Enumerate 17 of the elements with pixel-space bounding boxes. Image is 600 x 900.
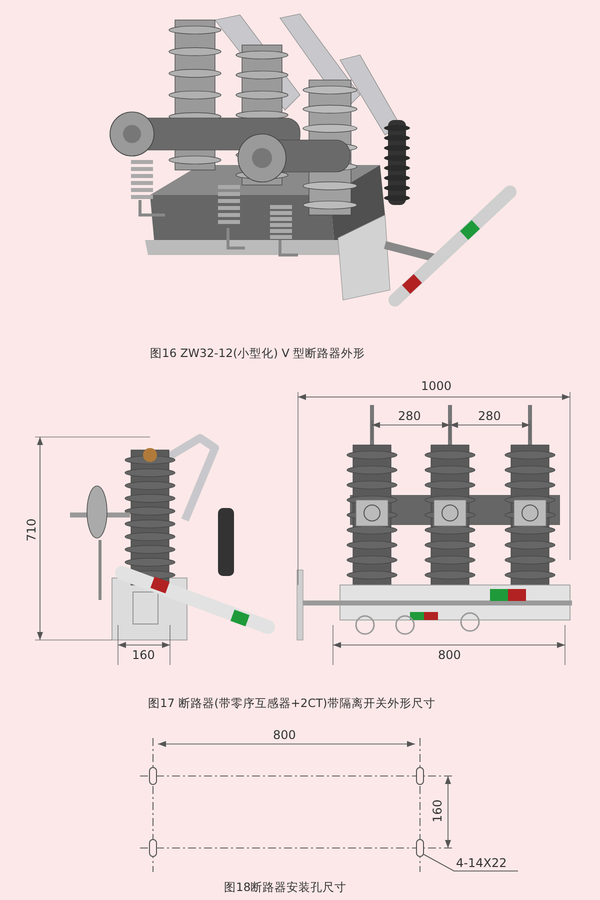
dimension-label: 1000 xyxy=(421,379,452,393)
figure-caption: 图16 ZW32-12(小型化) V 型断路器外形 xyxy=(150,346,366,360)
mounting-hole xyxy=(416,839,424,857)
dimension-label: 800 xyxy=(273,728,296,742)
figure-caption: 图17 断路器(带零序互感器+2CT)带隔离开关外形尺寸 xyxy=(148,696,436,710)
mounting-hole xyxy=(149,767,157,785)
dimension-label: 800 xyxy=(438,648,461,662)
dimension-label: 160 xyxy=(430,800,444,822)
dimension-label: 280 xyxy=(478,409,501,423)
dimension-label: 280 xyxy=(398,409,421,423)
leader-line xyxy=(422,854,518,872)
figure-caption: 图18断路器安装孔尺寸 xyxy=(224,880,347,894)
dimension-label: 160 xyxy=(132,648,155,662)
mounting-hole xyxy=(416,767,424,785)
dimension-label: 710 xyxy=(24,518,38,542)
callout-label: 4-14X22 xyxy=(456,856,507,870)
mounting-hole xyxy=(149,839,157,857)
